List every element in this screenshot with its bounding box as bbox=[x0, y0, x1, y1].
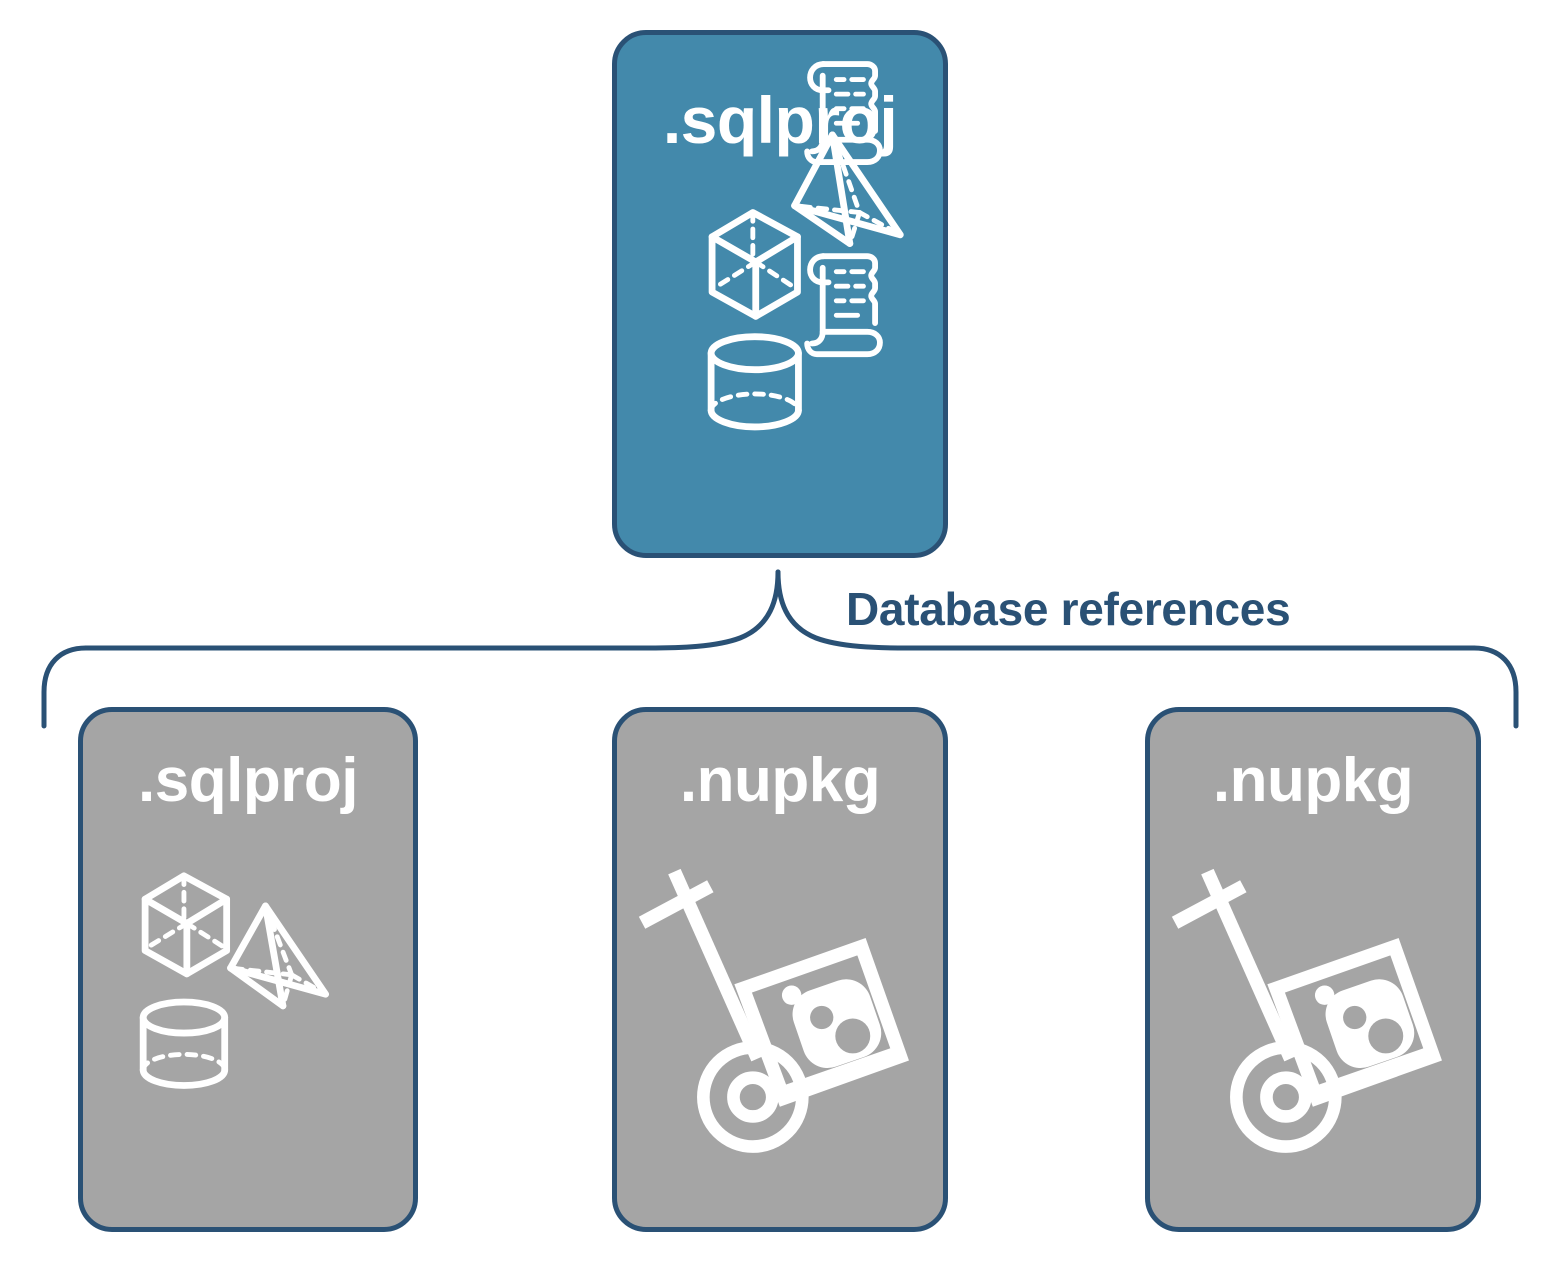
node-root-sqlproj-label: .sqlproj bbox=[662, 83, 898, 157]
brace-left-hook bbox=[645, 569, 781, 651]
node-ref-sqlproj[interactable]: .sqlproj bbox=[78, 707, 418, 1232]
nuget-package-dolly-icon bbox=[638, 868, 909, 1153]
scroll-icon-2 bbox=[804, 253, 883, 358]
cube-wireframe-icon bbox=[141, 872, 231, 978]
node-ref-sqlproj-label: .sqlproj bbox=[138, 746, 358, 815]
node-ref-nupkg-2-label: .nupkg bbox=[1212, 746, 1414, 815]
brace-right-hook bbox=[775, 569, 911, 651]
nuget-package-dolly-icon bbox=[1171, 868, 1442, 1153]
brace-left-terminal bbox=[41, 645, 89, 729]
connector-label: Database references bbox=[846, 583, 1291, 635]
pyramid-wireframe-icon bbox=[227, 902, 330, 1010]
node-ref-nupkg-2[interactable]: .nupkg bbox=[1145, 707, 1481, 1232]
node-ref-nupkg-1-label: .nupkg bbox=[679, 746, 881, 815]
node-root-sqlproj[interactable]: .sqlproj bbox=[612, 30, 948, 558]
brace-right-terminal bbox=[1471, 645, 1519, 729]
cylinder-wireframe-icon bbox=[139, 998, 229, 1089]
node-ref-nupkg-1[interactable]: .nupkg bbox=[612, 707, 948, 1232]
cube-wireframe-icon bbox=[708, 209, 801, 320]
cylinder-wireframe-icon bbox=[707, 333, 802, 431]
